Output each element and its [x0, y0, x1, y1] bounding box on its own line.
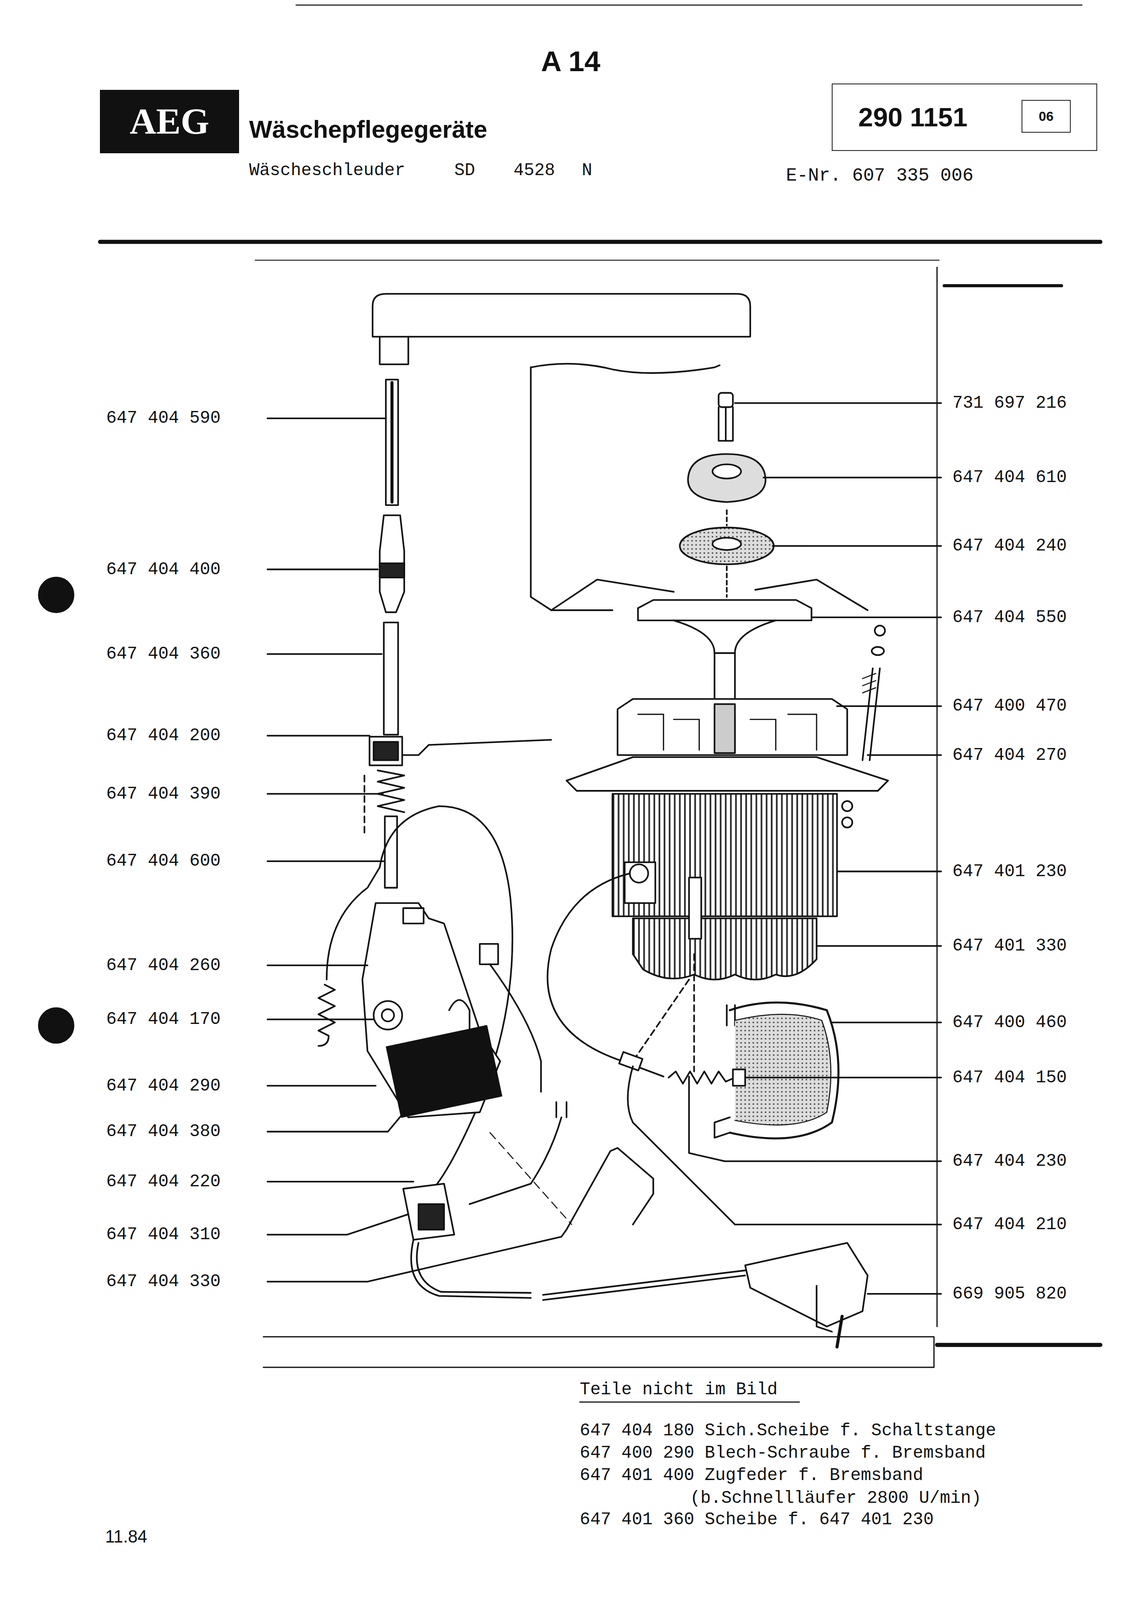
- index-box: 06: [1021, 99, 1071, 133]
- part-number: 647 404 310: [106, 1224, 221, 1246]
- node-text: 290 1151: [858, 102, 968, 132]
- parts-list-line: 647 400 290 Blech-Schraube f. Bremsband: [579, 1443, 986, 1464]
- part-number: 647 404 170: [106, 1009, 221, 1030]
- part-number: 647 404 270: [952, 745, 1067, 766]
- part-number: 647 400 470: [952, 696, 1067, 717]
- part-number: 669 905 820: [952, 1284, 1067, 1305]
- number-box: 290 1151 06: [831, 83, 1098, 152]
- part-number: 647 404 210: [952, 1214, 1067, 1236]
- logo-box: AEG: [99, 89, 239, 154]
- header-label: Teile nicht im Bild: [579, 1380, 778, 1401]
- part-number: 647 404 330: [106, 1271, 221, 1293]
- part-number: 647 404 200: [106, 725, 221, 746]
- part-number: 647 404 150: [952, 1068, 1067, 1089]
- parts-list-line: 647 401 400 Zugfeder f. Bremsband: [579, 1465, 924, 1486]
- node-text: AEG: [129, 101, 210, 142]
- node-text: 06: [1038, 109, 1054, 124]
- part-number: 647 404 400: [106, 559, 221, 580]
- header-label: N: [581, 160, 593, 181]
- part-number: 647 404 380: [106, 1121, 221, 1142]
- part-number: 647 404 230: [952, 1151, 1067, 1172]
- page-title: Wäschepflegegeräte: [249, 115, 488, 144]
- part-number: 647 404 240: [952, 536, 1067, 557]
- header-label: E-Nr. 607 335 006: [786, 165, 974, 187]
- part-number: 647 404 290: [106, 1076, 221, 1097]
- part-number: 647 404 390: [106, 784, 221, 805]
- header-label: 4528: [513, 160, 555, 181]
- parts-list-line: (b.Schnellläufer 2800 U/min): [689, 1488, 982, 1509]
- part-number: 647 404 220: [106, 1172, 221, 1193]
- part-number: 647 400 460: [952, 1012, 1067, 1033]
- parts-list-line: 647 404 180 Sich.Scheibe f. Schaltstange: [579, 1421, 997, 1442]
- header-label: 11.84: [104, 1527, 147, 1548]
- part-number: 647 404 590: [106, 408, 221, 429]
- part-number: 647 401 330: [952, 936, 1067, 957]
- header-label: SD: [454, 160, 476, 181]
- part-number: 647 401 230: [952, 861, 1067, 882]
- part-number: 647 404 260: [106, 955, 221, 976]
- header-label: Wäscheschleuder: [249, 160, 406, 181]
- part-number: 647 404 600: [106, 851, 221, 872]
- part-number: 647 404 550: [952, 607, 1067, 628]
- parts-list-line: 647 401 360 Scheibe f. 647 401 230: [579, 1510, 934, 1531]
- part-number: 647 404 610: [952, 467, 1067, 488]
- part-number: 731 697 216: [952, 393, 1067, 414]
- part-number: 647 404 360: [106, 644, 221, 665]
- header-label: A 14: [541, 44, 601, 78]
